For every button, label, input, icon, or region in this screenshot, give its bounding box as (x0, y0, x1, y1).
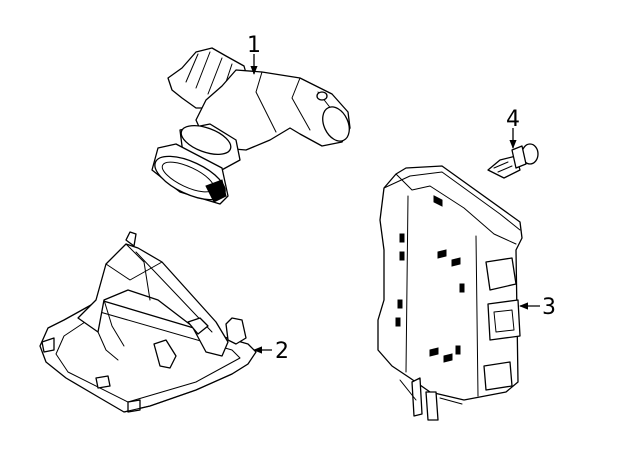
part-4-push-clip (487, 143, 539, 179)
callout-number-4: 4 (506, 107, 520, 132)
part-1-parking-sensor (151, 47, 351, 205)
part-2-bracket (39, 231, 257, 413)
part-3-module (377, 165, 523, 421)
callout-number-2: 2 (275, 339, 289, 364)
callout-number-3: 3 (542, 295, 556, 320)
callout-number-1: 1 (247, 33, 261, 58)
